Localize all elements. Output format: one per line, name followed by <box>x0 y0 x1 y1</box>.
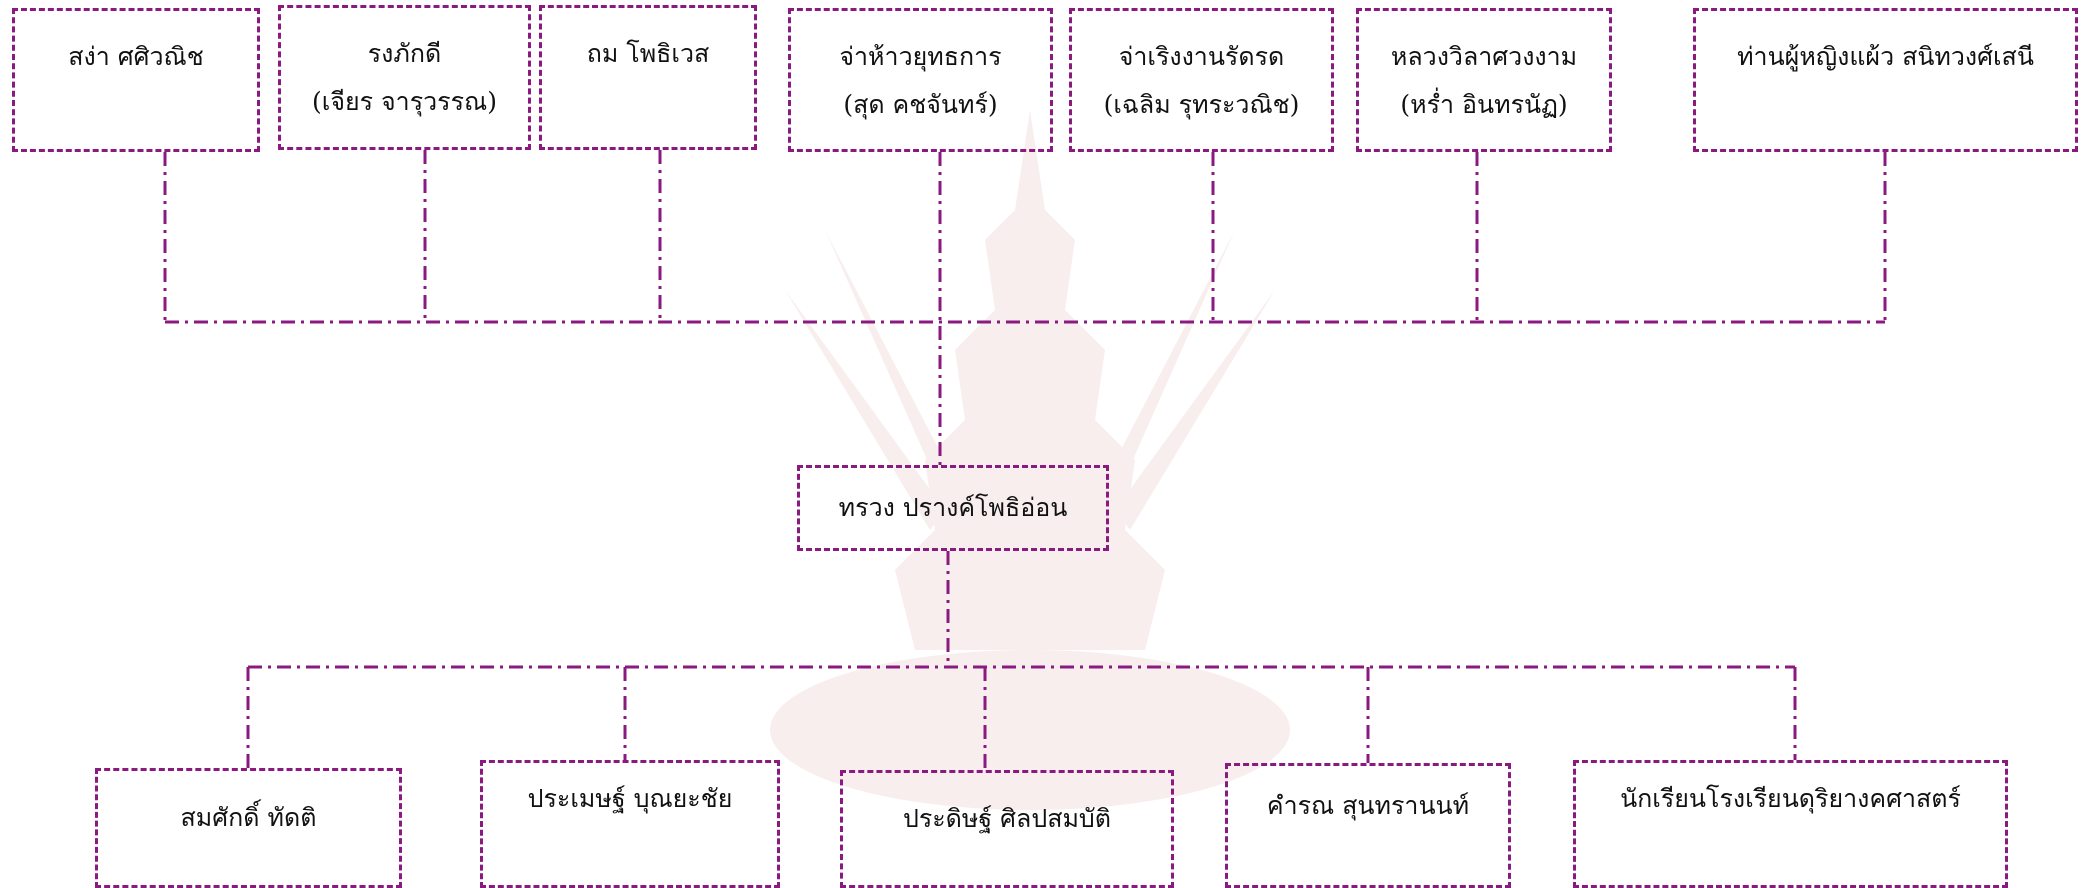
node-label: (สุด คชจันทร์) <box>843 90 998 119</box>
lineage-diagram: สง่า ศศิวณิช รงภักดี (เจียร จารุวรรณ) ถม… <box>12 5 2078 888</box>
node-label: จ่าห้าวยุทธการ <box>839 42 1002 71</box>
node-box: ถม โพธิเวส <box>539 5 757 150</box>
connector-lines <box>163 150 1887 770</box>
node-box: นักเรียนโรงเรียนดุริยางคศาสตร์ <box>1573 760 2008 888</box>
node-label: สมศักดิ์ ทัดติ <box>180 803 317 832</box>
node-box: ประเมษฐ์ บุณยะชัย <box>480 760 780 888</box>
node-label: จ่าเริงงานรัดรด <box>1118 42 1285 71</box>
node-label: คำรณ สุนทรานนท์ <box>1266 790 1470 820</box>
node-label: (หร่ำ อินทรนัฏ) <box>1400 90 1568 119</box>
node-box: สง่า ศศิวณิช <box>12 8 260 152</box>
node-label: (เจียร จารุวรรณ) <box>312 87 497 116</box>
center-node-box: ทรวง ปรางค์โพธิอ่อน <box>797 465 1109 551</box>
node-label: ถม โพธิเวส <box>586 39 710 68</box>
node-box: รงภักดี (เจียร จารุวรรณ) <box>278 5 531 150</box>
node-label: (เฉลิม รุทระวณิช) <box>1103 90 1300 119</box>
node-label: รงภักดี <box>367 39 442 68</box>
node-box: ท่านผู้หญิงแผ้ว สนิทวงศ์เสนี <box>1693 8 2078 152</box>
node-label: ทรวง ปรางค์โพธิอ่อน <box>838 493 1068 522</box>
node-label: หลวงวิลาศวงงาม <box>1390 42 1578 71</box>
node-box: จ่าเริงงานรัดรด (เฉลิม รุทระวณิช) <box>1069 8 1334 152</box>
node-label: นักเรียนโรงเรียนดุริยางคศาสตร์ <box>1620 784 1961 813</box>
node-label: สง่า ศศิวณิช <box>68 42 204 71</box>
node-label: ประเมษฐ์ บุณยะชัย <box>527 784 733 813</box>
node-box: คำรณ สุนทรานนท์ <box>1225 763 1511 888</box>
node-label: ประดิษฐ์ ศิลปสมบัติ <box>902 804 1112 833</box>
node-box: หลวงวิลาศวงงาม (หร่ำ อินทรนัฏ) <box>1356 8 1612 152</box>
node-label: ท่านผู้หญิงแผ้ว สนิทวงศ์เสนี <box>1737 42 2034 71</box>
node-box: ประดิษฐ์ ศิลปสมบัติ <box>840 770 1174 888</box>
node-box: สมศักดิ์ ทัดติ <box>95 768 402 888</box>
node-box: จ่าห้าวยุทธการ (สุด คชจันทร์) <box>788 8 1053 152</box>
